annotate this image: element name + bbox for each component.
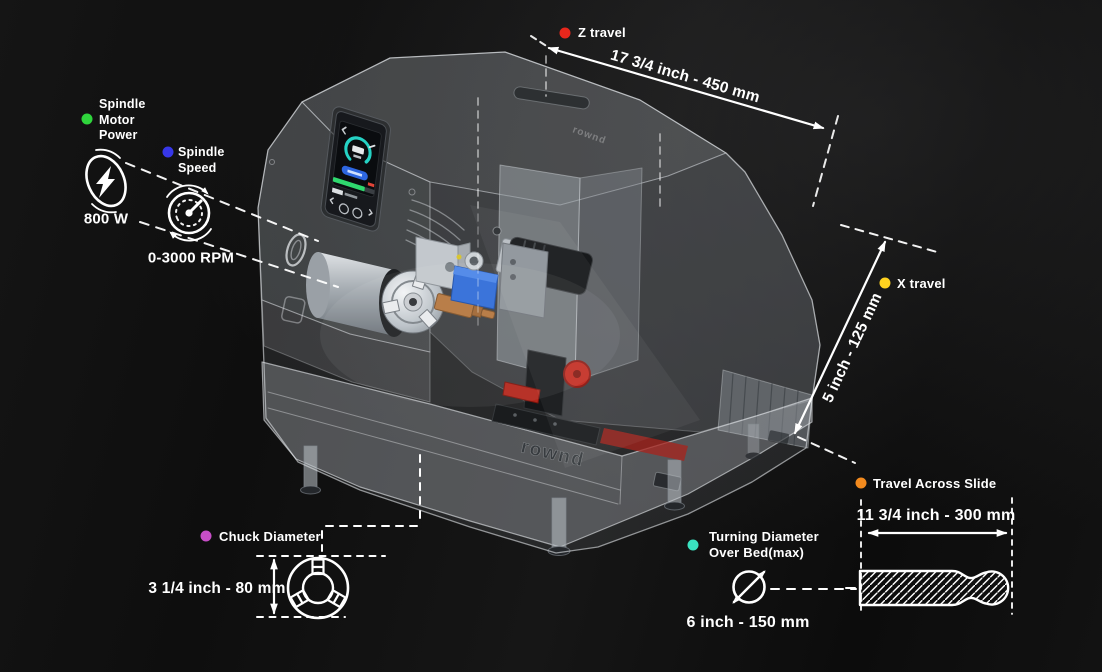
z-travel-dimension xyxy=(547,27,825,130)
spindle-speed-value: 0-3000 RPM xyxy=(147,249,235,267)
motor-power-icon xyxy=(81,113,127,214)
chuck-diameter-dimension xyxy=(200,454,421,620)
spindle-motor-power-label: Spindle Motor Power xyxy=(99,97,146,142)
workpiece-profile xyxy=(858,569,1010,607)
tool-motor xyxy=(495,236,593,319)
turning-diameter-value: 6 inch - 150 mm xyxy=(686,614,810,631)
x-travel-label: X travel xyxy=(897,276,946,291)
turning-diameter-dimension xyxy=(687,539,857,604)
travel-across-slide-label: Travel Across Slide xyxy=(873,476,997,491)
x-travel-dimension xyxy=(793,240,891,435)
travel-across-slide-dot xyxy=(855,477,867,489)
z-travel-dot xyxy=(559,27,571,39)
three-jaw-chuck-icon xyxy=(286,556,350,620)
spindle-speed-label: Spindle Speed xyxy=(178,145,225,175)
motor-power-dot xyxy=(81,113,93,125)
speedometer-icon xyxy=(162,146,212,242)
lathe-machine-illustration: rownd xyxy=(257,51,821,556)
chuck-diameter-dot xyxy=(200,530,212,542)
travel-across-slide-dimension xyxy=(845,477,1013,615)
spindle-speed-dot xyxy=(162,146,174,158)
turning-diameter-dot xyxy=(687,539,699,551)
z-travel-label: Z travel xyxy=(578,25,626,40)
control-panel xyxy=(320,106,391,232)
chuck-diameter-value: 3 1/4 inch - 80 mm xyxy=(148,580,286,597)
chuck-diameter-label: Chuck Diameter xyxy=(219,529,321,544)
turning-diameter-label: Turning Diameter Over Bed(max) xyxy=(709,529,819,560)
x-travel-dot xyxy=(879,277,891,289)
tailstock-red-parts xyxy=(491,349,688,461)
dimension-overlay xyxy=(81,27,1013,620)
travel-across-slide-value: 11 3/4 inch - 300 mm xyxy=(856,507,1016,524)
blue-toolholder xyxy=(450,251,499,310)
spindle-chuck xyxy=(306,252,496,337)
spindle-motor-power-value: 800 W xyxy=(83,210,129,228)
